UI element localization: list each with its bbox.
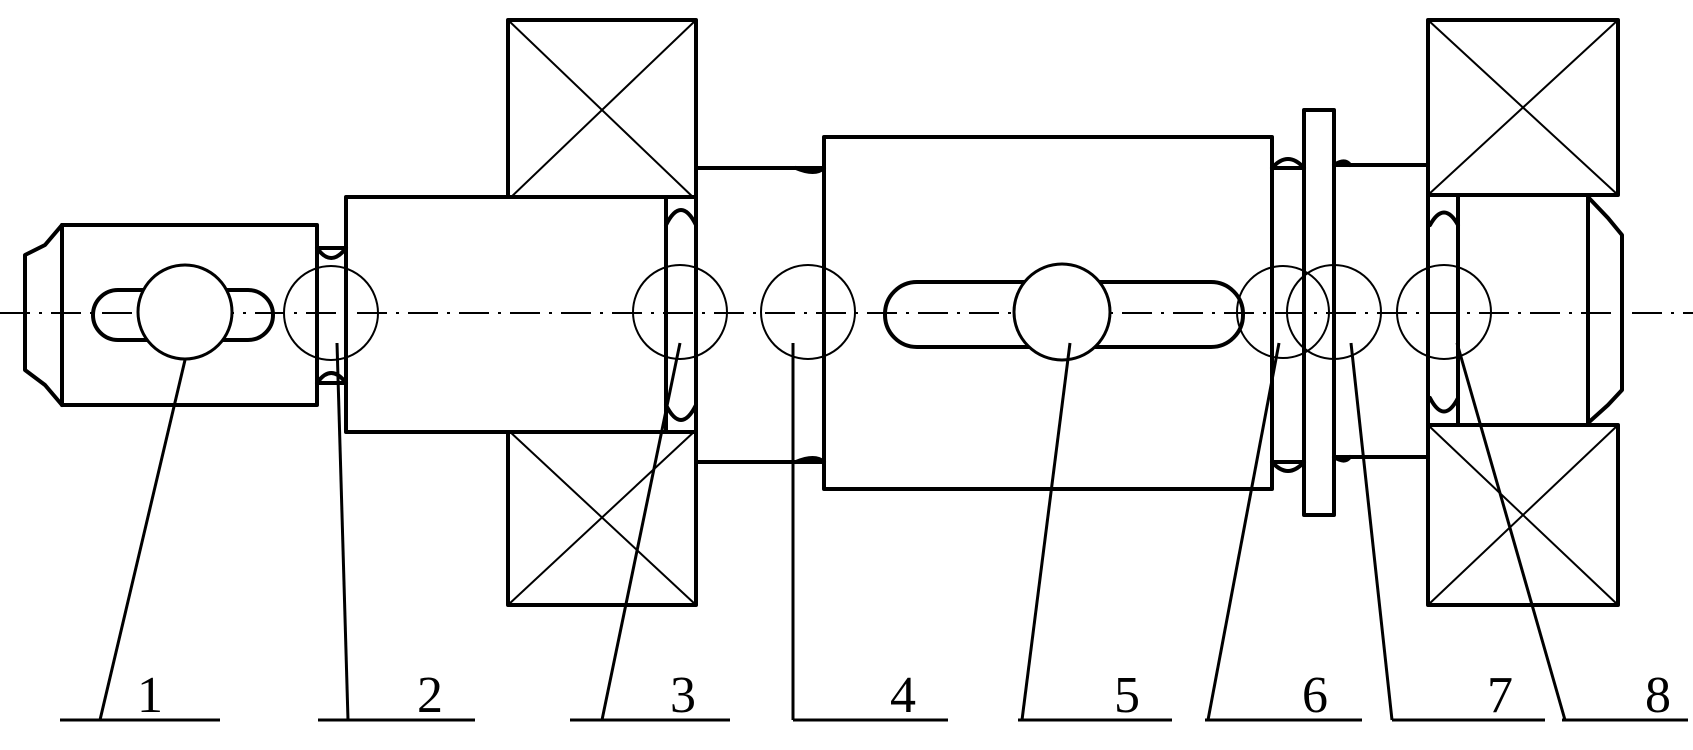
- groove-2: [315, 246, 348, 385]
- callout-circles: [136, 262, 1492, 362]
- label-8: 8: [1645, 667, 1671, 724]
- shaft-section-8: [1426, 193, 1590, 427]
- label-7: 7: [1487, 667, 1513, 724]
- label-5: 5: [1114, 667, 1140, 724]
- shaft-section-4: [694, 166, 826, 464]
- label-2: 2: [417, 667, 443, 724]
- shaft-section-main-left: [344, 195, 668, 434]
- right-bearing: [1426, 18, 1620, 607]
- undercut-arcs: [315, 157, 1460, 473]
- shoulder-3: [664, 195, 698, 434]
- label-6: 6: [1302, 667, 1328, 724]
- shaft-right-end: [1586, 195, 1624, 425]
- label-4: 4: [890, 667, 916, 724]
- leader-lines: [98, 342, 1567, 721]
- label-1: 1: [137, 667, 163, 724]
- shaft-left-end: [23, 223, 64, 407]
- label-3: 3: [670, 667, 696, 724]
